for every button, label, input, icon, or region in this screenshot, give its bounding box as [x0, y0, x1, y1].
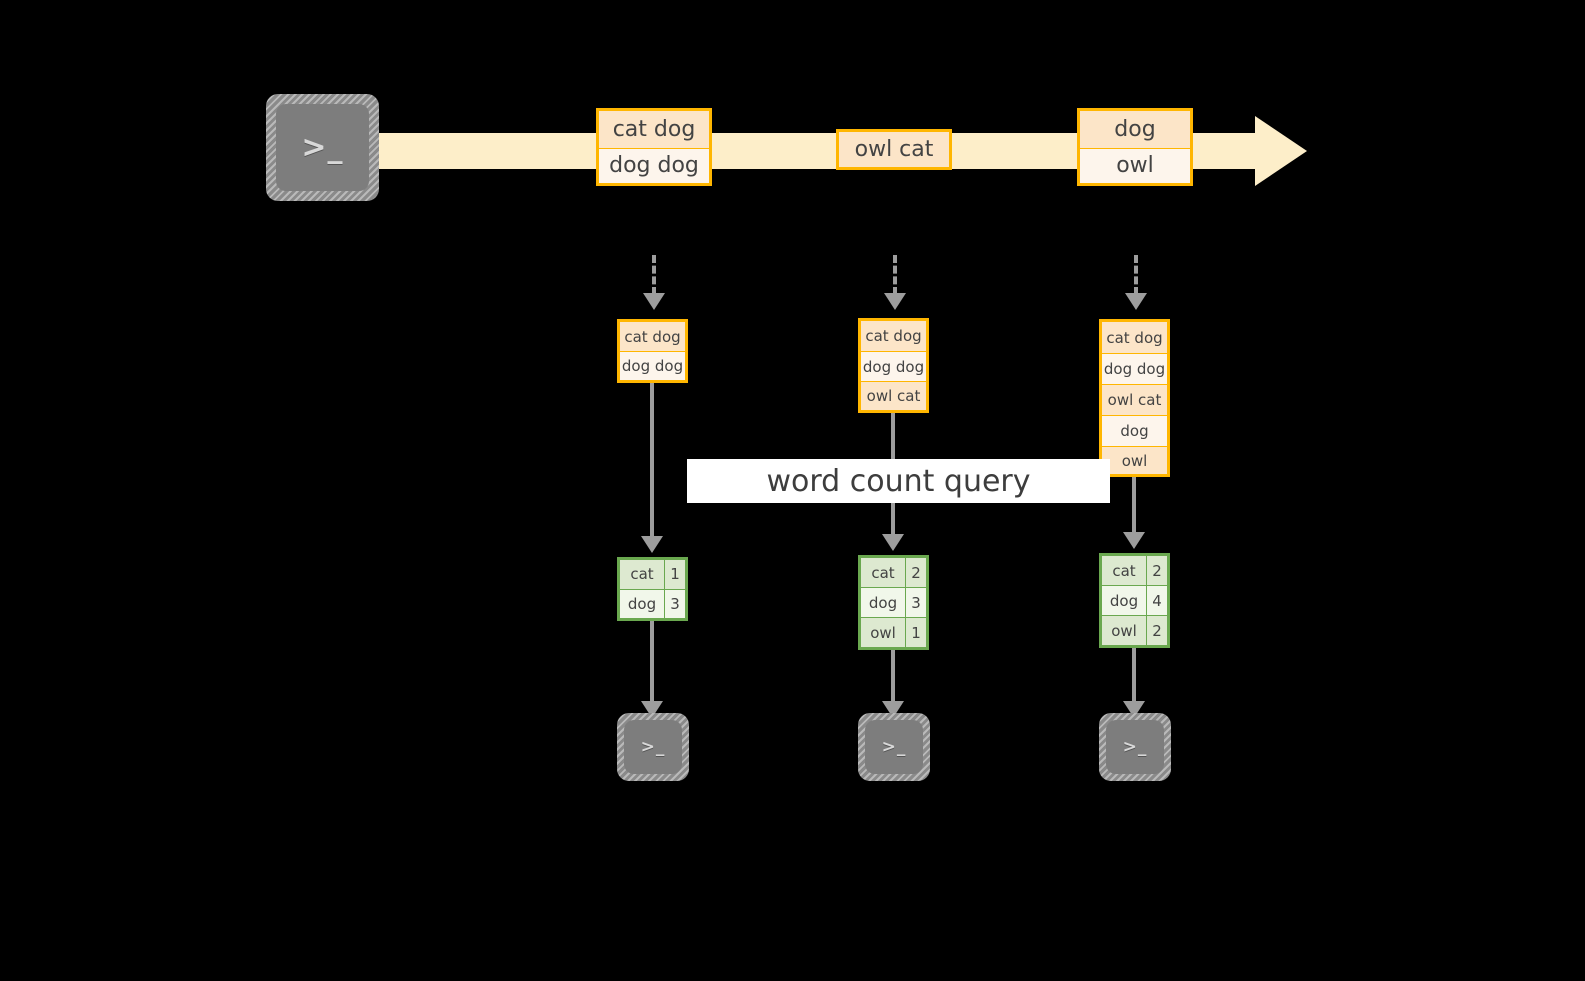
state-line: dog: [1102, 416, 1167, 447]
state-line: cat dog: [620, 322, 685, 352]
terminal-prompt-glyph: >_: [1122, 737, 1148, 757]
stream-message-line: owl: [1080, 148, 1190, 183]
result-count-cell: 2: [1147, 616, 1167, 645]
stream-message-line: cat dog: [599, 111, 709, 149]
state-box: cat dog dog dog owl cat dog owl: [1099, 319, 1170, 477]
result-word-cell: cat: [861, 558, 906, 587]
state-to-result-arrow-head: [882, 534, 904, 551]
result-row: owl 1: [861, 618, 926, 647]
state-box: cat dog dog dog: [617, 319, 688, 383]
state-line: dog dog: [861, 352, 926, 382]
stream-to-state-arrow-head: [1125, 293, 1147, 310]
result-to-sink-arrow-line: [650, 621, 654, 703]
result-to-sink-arrow-line: [1132, 648, 1136, 703]
terminal-body: [865, 720, 923, 774]
sink-terminal-icon: >_: [617, 713, 689, 781]
result-row: cat 2: [861, 558, 926, 588]
state-line: dog dog: [620, 352, 685, 380]
result-table: cat 1 dog 3: [617, 557, 688, 621]
state-line: dog dog: [1102, 354, 1167, 385]
result-word-cell: dog: [861, 588, 906, 617]
stream-message-box: owl cat: [836, 129, 952, 170]
stream-to-state-arrow-head: [643, 293, 665, 310]
result-table: cat 2 dog 4 owl 2: [1099, 553, 1170, 648]
result-word-cell: cat: [620, 560, 665, 589]
state-to-result-arrow-line: [1132, 477, 1136, 534]
stream-to-state-arrow-line: [1134, 255, 1138, 295]
stream-message-line: dog: [1080, 111, 1190, 149]
terminal-body: [276, 104, 369, 191]
state-box: cat dog dog dog owl cat: [858, 318, 929, 413]
result-row: dog 4: [1102, 586, 1167, 616]
state-line: owl cat: [1102, 385, 1167, 416]
source-terminal-icon: >_: [266, 94, 379, 201]
result-count-cell: 4: [1147, 586, 1167, 615]
terminal-body: [624, 720, 682, 774]
stream-to-state-arrow-line: [652, 255, 656, 295]
terminal-prompt-glyph: >_: [301, 130, 344, 165]
stream-to-state-arrow-line: [893, 255, 897, 295]
sink-terminal-icon: >_: [858, 713, 930, 781]
stream-message-line: owl cat: [839, 132, 949, 167]
terminal-prompt-glyph: >_: [640, 737, 666, 757]
result-count-cell: 3: [665, 589, 685, 618]
result-row: dog 3: [861, 588, 926, 618]
state-to-result-arrow-head: [1123, 532, 1145, 549]
stream-arrow-head: [1255, 116, 1307, 186]
state-line: cat dog: [861, 321, 926, 352]
result-word-cell: owl: [861, 618, 906, 647]
result-count-cell: 3: [906, 588, 926, 617]
result-row: cat 1: [620, 560, 685, 590]
result-to-sink-arrow-line: [891, 650, 895, 703]
state-to-result-arrow-line: [650, 383, 654, 538]
result-word-cell: dog: [1102, 586, 1147, 615]
result-count-cell: 2: [1147, 556, 1167, 585]
result-count-cell: 2: [906, 558, 926, 587]
result-word-cell: owl: [1102, 616, 1147, 645]
stream-message-line: dog dog: [599, 148, 709, 183]
state-to-result-arrow-head: [641, 536, 663, 553]
result-word-cell: cat: [1102, 556, 1147, 585]
result-table: cat 2 dog 3 owl 1: [858, 555, 929, 650]
result-count-cell: 1: [665, 560, 685, 589]
query-label-band: word count query: [687, 459, 1110, 503]
state-line: cat dog: [1102, 322, 1167, 354]
result-row: dog 3: [620, 589, 685, 618]
state-line: owl: [1102, 447, 1167, 474]
terminal-prompt-glyph: >_: [881, 737, 907, 757]
sink-terminal-icon: >_: [1099, 713, 1171, 781]
terminal-body: [1106, 720, 1164, 774]
stream-message-box: dog owl: [1077, 108, 1193, 186]
result-row: cat 2: [1102, 556, 1167, 586]
result-word-cell: dog: [620, 589, 665, 618]
stream-message-box: cat dog dog dog: [596, 108, 712, 186]
state-line: owl cat: [861, 382, 926, 410]
result-row: owl 2: [1102, 616, 1167, 645]
stream-to-state-arrow-head: [884, 293, 906, 310]
result-count-cell: 1: [906, 618, 926, 647]
